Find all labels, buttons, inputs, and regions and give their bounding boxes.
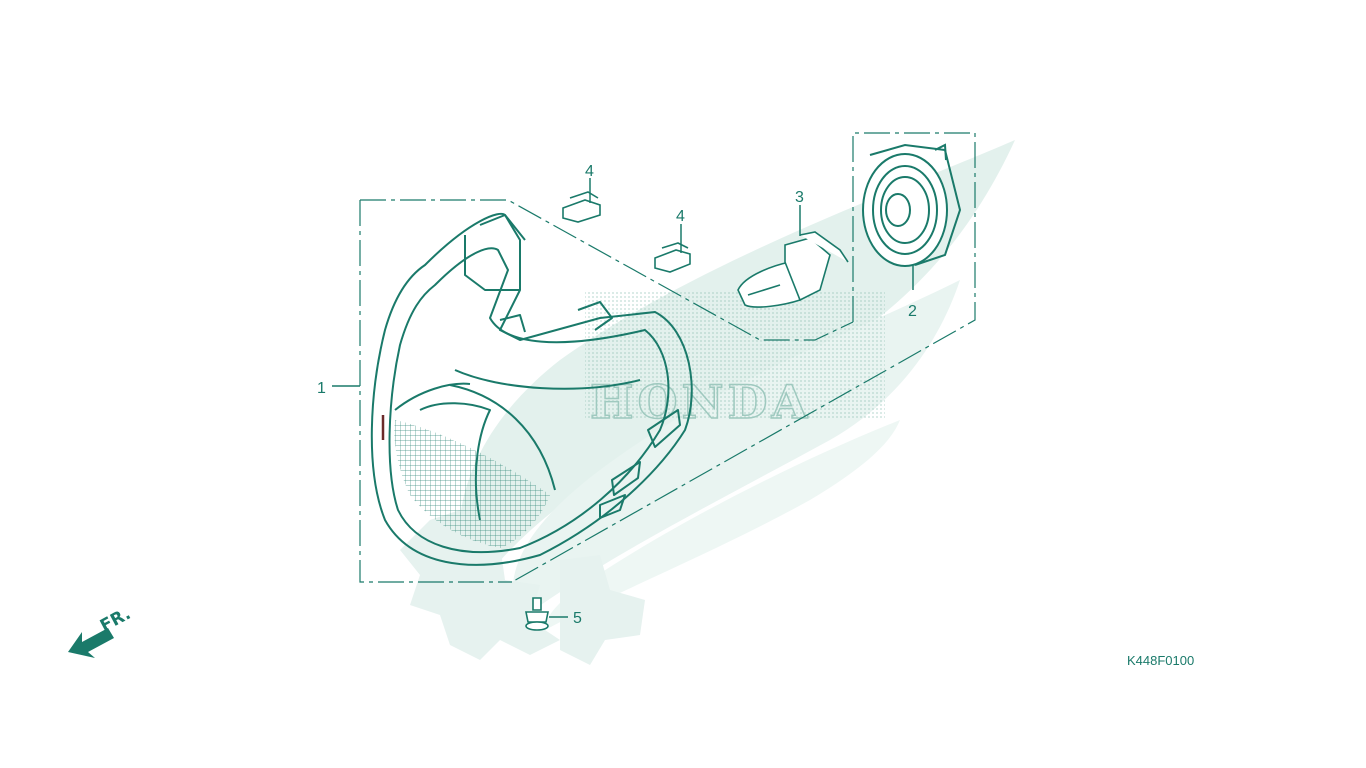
callout-3: 3 [795,189,804,206]
leader-lines [359,132,976,583]
headlight-bulb [737,231,849,308]
screw [525,597,549,631]
bulb-socket-cover [862,143,962,267]
callout-2: 2 [908,303,917,320]
drawing-code: K448F0100 [1127,653,1195,668]
headlight-assembly [370,212,693,566]
callout-1: 1 [317,380,326,397]
callout-4-upper: 4 [585,163,594,180]
headlight-lens [394,420,550,548]
front-arrow-icon: FR. [68,604,134,658]
honda-watermark: HONDA [400,140,1015,665]
callout-5: 5 [573,610,582,627]
callout-leaders [332,178,914,618]
clip-lower [654,242,691,273]
callout-4-lower: 4 [676,208,685,225]
clip-upper [562,191,601,223]
